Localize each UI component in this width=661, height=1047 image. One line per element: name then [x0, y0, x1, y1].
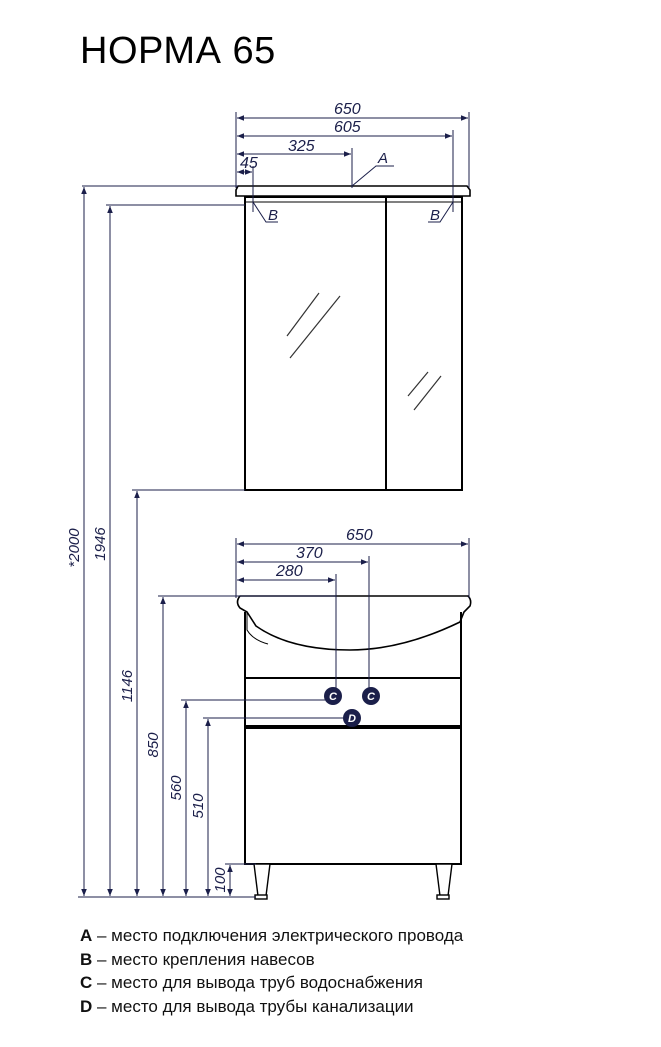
mirror-body: [244, 196, 463, 491]
page-title: НОРМА 65: [80, 30, 276, 72]
glass-hatch: [286, 292, 320, 337]
leg-left: [253, 863, 271, 897]
dim-height-850: 850: [145, 732, 162, 758]
svg-text:D: D: [348, 713, 356, 725]
dim-height-1946: 1946: [92, 527, 109, 561]
dim-mirror-650: 650: [334, 101, 361, 118]
mirror-top-shelf: [235, 185, 471, 197]
dim-vanity-650: 650: [346, 527, 373, 544]
marker-b-right: B: [430, 207, 440, 224]
height-dimensions: [78, 185, 344, 898]
mirror-dimensions: [235, 112, 470, 223]
basin: [236, 595, 472, 651]
marker-c-right: C: [362, 687, 380, 705]
vanity-dimensions: [235, 538, 470, 690]
legend-row-b: B – место крепления навесов: [80, 949, 315, 969]
legend-row-a: A – место подключения электрического про…: [80, 926, 464, 945]
dim-height-100: 100: [212, 867, 229, 893]
leg-right: [435, 863, 453, 897]
svg-text:C: C: [367, 691, 376, 703]
svg-text:C: C: [329, 691, 338, 703]
glass-hatch: [407, 371, 429, 397]
dim-height-1146: 1146: [119, 669, 136, 702]
legend-row-c: C – место для вывода труб водоснабжения: [80, 973, 423, 992]
dim-vanity-370: 370: [296, 545, 323, 562]
dim-mirror-45: 45: [240, 155, 258, 172]
marker-d: D: [343, 709, 361, 727]
dim-height-2000: *2000: [66, 528, 83, 568]
marker-b-left: B: [268, 207, 278, 224]
legend: A – место подключения электрического про…: [80, 924, 463, 1018]
dim-height-560: 560: [168, 775, 185, 801]
mirror-cabinet: [235, 185, 471, 491]
technical-drawing: 650 605 325 45 A B B 650 370 280: [66, 101, 472, 900]
vanity-unit: [236, 595, 472, 900]
marker-a: A: [377, 150, 388, 167]
dim-mirror-605: 605: [334, 119, 361, 136]
dim-vanity-280: 280: [275, 563, 303, 580]
vanity-door: [244, 727, 462, 865]
dim-height-510: 510: [190, 793, 207, 819]
legend-row-d: D – место для вывода трубы канализации: [80, 996, 414, 1016]
marker-c-left: C: [324, 687, 342, 705]
dim-mirror-325: 325: [288, 138, 315, 155]
